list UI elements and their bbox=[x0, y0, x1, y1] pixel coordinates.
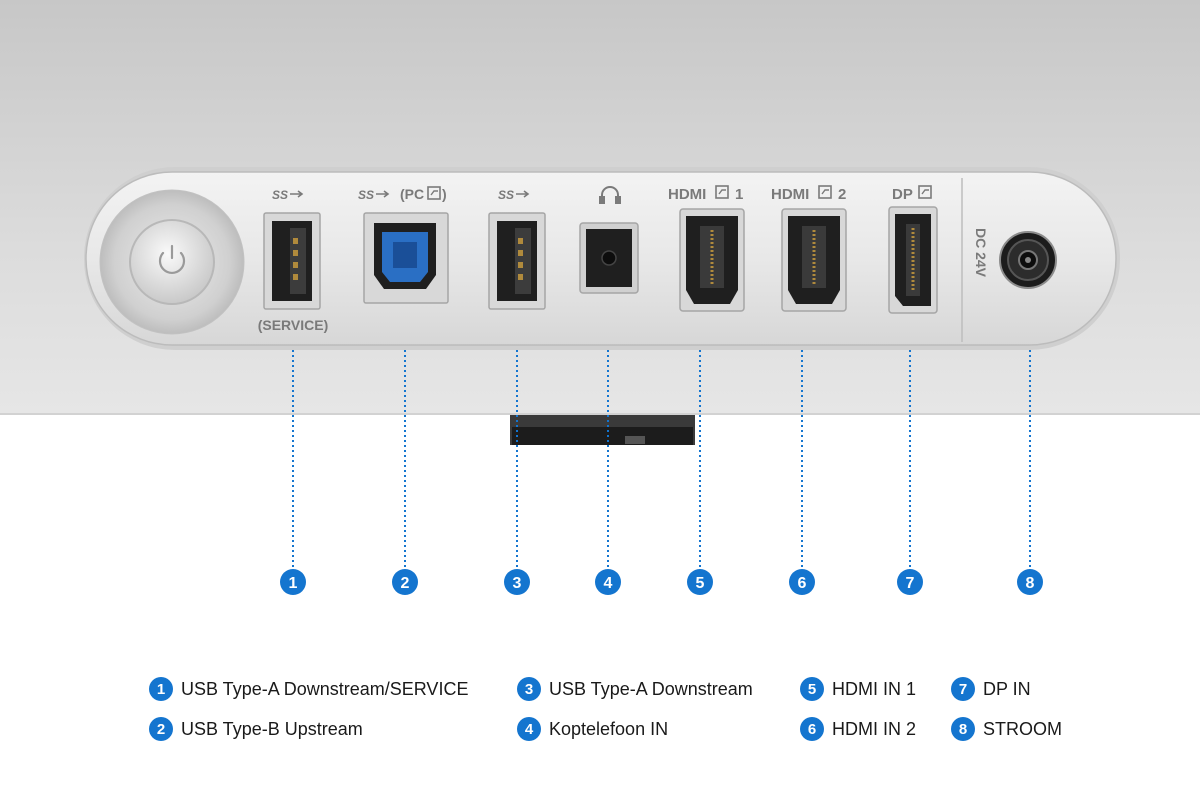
edit-box-icon bbox=[715, 185, 729, 199]
displayport-port[interactable]: DP bbox=[888, 185, 938, 314]
callout-badge-5: 5 bbox=[687, 569, 713, 595]
edit-box-icon bbox=[818, 185, 832, 199]
hdmi-port-1[interactable]: HDMI 1 bbox=[668, 185, 745, 312]
hdmi-port-2[interactable]: HDMI 2 bbox=[771, 185, 847, 312]
svg-text:SS: SS bbox=[272, 188, 288, 202]
port-5-top-suffix: 1 bbox=[735, 186, 743, 203]
power-icon bbox=[158, 244, 186, 275]
stand-foot bbox=[510, 415, 695, 445]
svg-text:5: 5 bbox=[696, 575, 705, 592]
svg-text:): ) bbox=[442, 186, 447, 202]
callout-badge-1: 1 bbox=[280, 569, 306, 595]
svg-text:4: 4 bbox=[604, 575, 613, 592]
svg-text:SS: SS bbox=[358, 188, 374, 202]
usb-a-port[interactable]: SS bbox=[488, 188, 546, 310]
usb-a-service-port[interactable]: SS (SERVICE) bbox=[258, 188, 329, 333]
port-6-top-label: HDMI bbox=[771, 186, 809, 203]
callout-badge-8: 8 bbox=[1017, 569, 1043, 595]
headphone-jack[interactable] bbox=[579, 186, 639, 294]
callout-badge-7: 7 bbox=[897, 569, 923, 595]
callout-badge-3: 3 bbox=[504, 569, 530, 595]
port-2-top-label: (PC bbox=[400, 186, 424, 202]
svg-text:SS: SS bbox=[498, 188, 514, 202]
svg-text:6: 6 bbox=[798, 575, 807, 592]
usb-superspeed-icon: SS bbox=[498, 188, 530, 202]
svg-text:7: 7 bbox=[906, 575, 915, 592]
svg-text:2: 2 bbox=[401, 575, 410, 592]
headphone-icon bbox=[599, 186, 621, 204]
port-8-top-label: DC 24V bbox=[973, 228, 989, 278]
svg-text:1: 1 bbox=[289, 575, 298, 592]
port-1-bottom-label: (SERVICE) bbox=[258, 317, 329, 333]
edit-box-icon bbox=[918, 185, 932, 199]
usb-b-port[interactable]: SS (PC ) bbox=[358, 186, 449, 304]
edit-box-icon bbox=[427, 186, 441, 200]
callout-badge-4: 4 bbox=[595, 569, 621, 595]
dc-power-port[interactable]: DC 24V bbox=[973, 228, 1057, 289]
port-7-top-label: DP bbox=[892, 186, 913, 203]
port-5-top-label: HDMI bbox=[668, 186, 706, 203]
svg-text:8: 8 bbox=[1026, 575, 1035, 592]
usb-superspeed-icon: SS bbox=[272, 188, 304, 202]
callout-badge-6: 6 bbox=[789, 569, 815, 595]
power-button[interactable] bbox=[99, 189, 245, 335]
usb-superspeed-icon: SS bbox=[358, 188, 390, 202]
port-6-top-suffix: 2 bbox=[838, 186, 846, 203]
callout-badge-2: 2 bbox=[392, 569, 418, 595]
svg-text:3: 3 bbox=[513, 575, 522, 592]
